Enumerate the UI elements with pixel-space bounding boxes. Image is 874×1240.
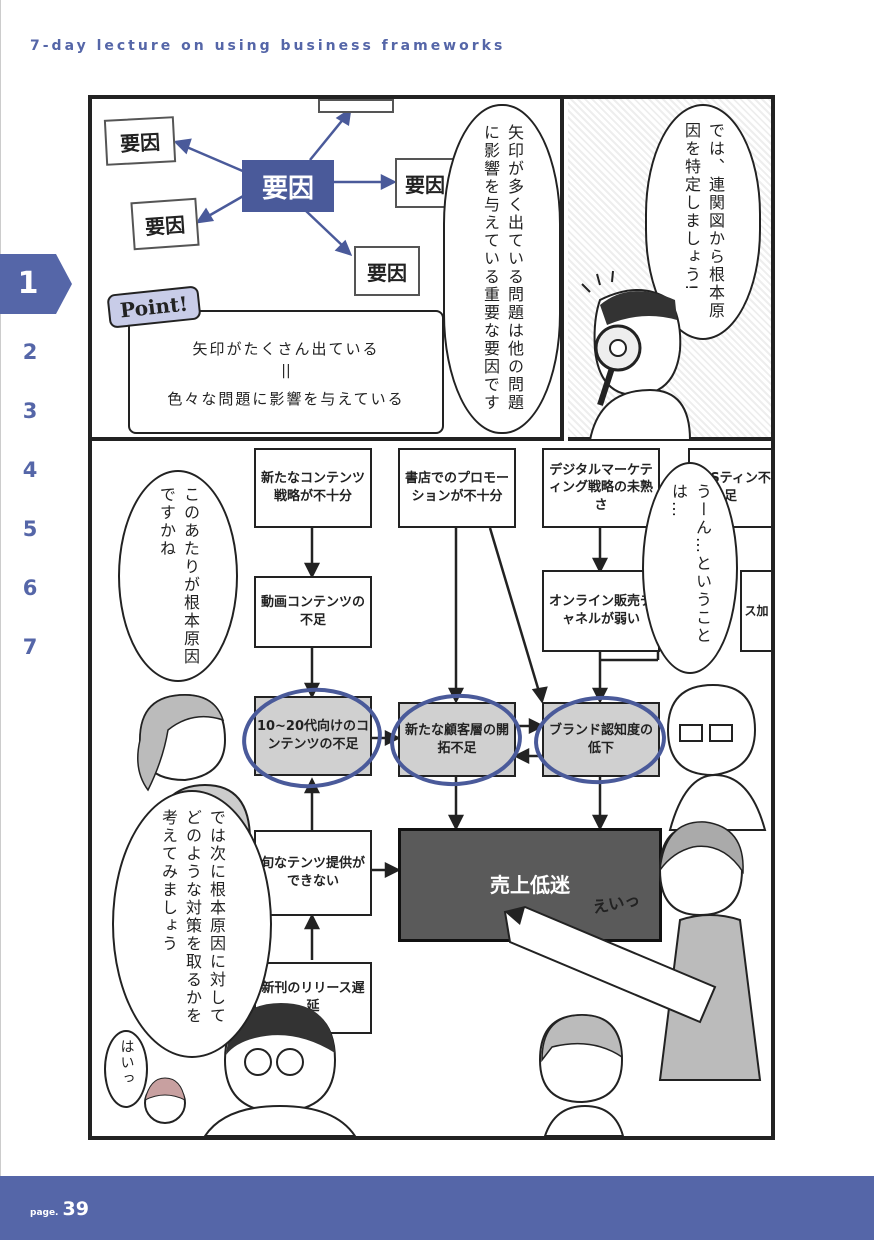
page-number-value: 39 [62, 1198, 89, 1220]
diagram-box-bookstore-promotion: 書店でのプロモーションが不十分 [398, 448, 516, 528]
chapter-tab-6[interactable]: 6 [22, 576, 38, 600]
chapter-tab-5[interactable]: 5 [22, 517, 38, 541]
chapter-tab-1[interactable]: 1 [0, 254, 72, 314]
page-footer: page.39 [0, 1176, 874, 1240]
point-line-1: 矢印がたくさん出ている [192, 340, 380, 358]
bubble-text: 矢印が多く出ている問題は他の問題に影響を与えている重要な要因です [481, 124, 524, 412]
diagram-box-digital-marketing: デジタルマーケティング戦略の未熟さ [542, 448, 660, 528]
main-factor-box: 要因 [242, 160, 334, 212]
page-label: page. [30, 1208, 59, 1218]
speech-bubble-woman: このあたりが根本原因ですかね [118, 470, 238, 682]
speech-bubble-panel1: 矢印が多く出ている問題は他の問題に影響を与えている重要な要因です [443, 104, 561, 434]
bubble-text: では次に根本原因に対してどのような対策を取るかを考えてみましょう [159, 809, 226, 1025]
diagram-box-content-strategy: 新たなコンテンツ戦略が不十分 [254, 448, 372, 528]
page-left-border [0, 0, 1, 1180]
point-equals: || [281, 363, 291, 379]
diagram-box-brand-awareness: ブランド認知度の低下 [542, 702, 660, 777]
speech-bubble-teacher: では次に根本原因に対してどのような対策を取るかを考えてみましょう [112, 790, 272, 1058]
speech-bubble-child: はいっ [104, 1030, 148, 1108]
factor-box-top [318, 99, 394, 113]
point-box: 矢印がたくさん出ている || 色々な問題に影響を与えている [128, 310, 444, 434]
diagram-box-timely-content: 旬なテンツ提供ができない [254, 830, 372, 916]
diagram-box-video-content: 動画コンテンツの不足 [254, 576, 372, 648]
diagram-box-new-customers: 新たな顧客層の開拓不足 [398, 702, 516, 777]
running-header: 7-day lecture on using business framewor… [30, 38, 506, 54]
diagram-box-youth-content: 10~20代向けのコンテンツの不足 [254, 696, 372, 776]
diagram-box-partial: ス加 [740, 570, 771, 652]
speech-bubble-man: うーん…ということは… [642, 462, 738, 674]
bubble-text: うーん…ということは… [669, 483, 712, 645]
chapter-tab-4[interactable]: 4 [22, 458, 38, 482]
factor-box: 要因 [354, 246, 420, 296]
chapter-tab-7[interactable]: 7 [22, 635, 38, 659]
factor-box: 要因 [395, 158, 455, 208]
point-line-2: 色々な問題に影響を与えている [167, 390, 405, 408]
page-number: page.39 [30, 1198, 89, 1220]
bubble-text: はいっ [118, 1039, 135, 1087]
bubble-text: このあたりが根本原因ですかね [157, 486, 200, 666]
chapter-tab-2[interactable]: 2 [22, 340, 38, 364]
chapter-tab-3[interactable]: 3 [22, 399, 38, 423]
bubble-text: では、連関図から根本原因を特定しましょう! [682, 122, 725, 320]
